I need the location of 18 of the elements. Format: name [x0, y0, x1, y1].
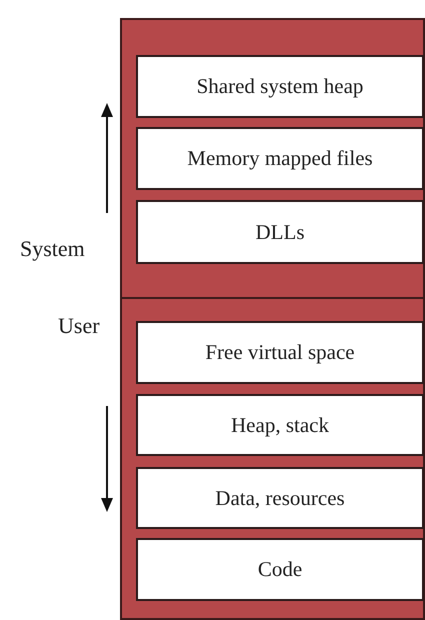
address-space-label: User — [58, 313, 100, 339]
memory-segment-box — [136, 538, 424, 601]
address-space-label: System — [20, 236, 85, 262]
segment-label: Code — [258, 557, 302, 582]
segment-label: Free virtual space — [205, 340, 355, 365]
memory-region-panel — [120, 18, 425, 299]
memory-segment-box — [136, 467, 424, 529]
memory-segment-box — [136, 321, 424, 384]
segment-label: Data, resources — [215, 486, 345, 510]
segment-label: DLLs — [256, 220, 304, 244]
segment-label: Heap, stack — [231, 412, 329, 438]
memory-segment-box — [136, 200, 424, 264]
memory-segment-box — [136, 394, 424, 456]
memory-region-panel — [120, 297, 425, 620]
segment-label: Memory mapped files — [187, 146, 373, 171]
memory-segment-box — [136, 55, 424, 118]
memory-segment-box — [136, 127, 424, 190]
segment-label: Shared system heap — [196, 74, 364, 99]
